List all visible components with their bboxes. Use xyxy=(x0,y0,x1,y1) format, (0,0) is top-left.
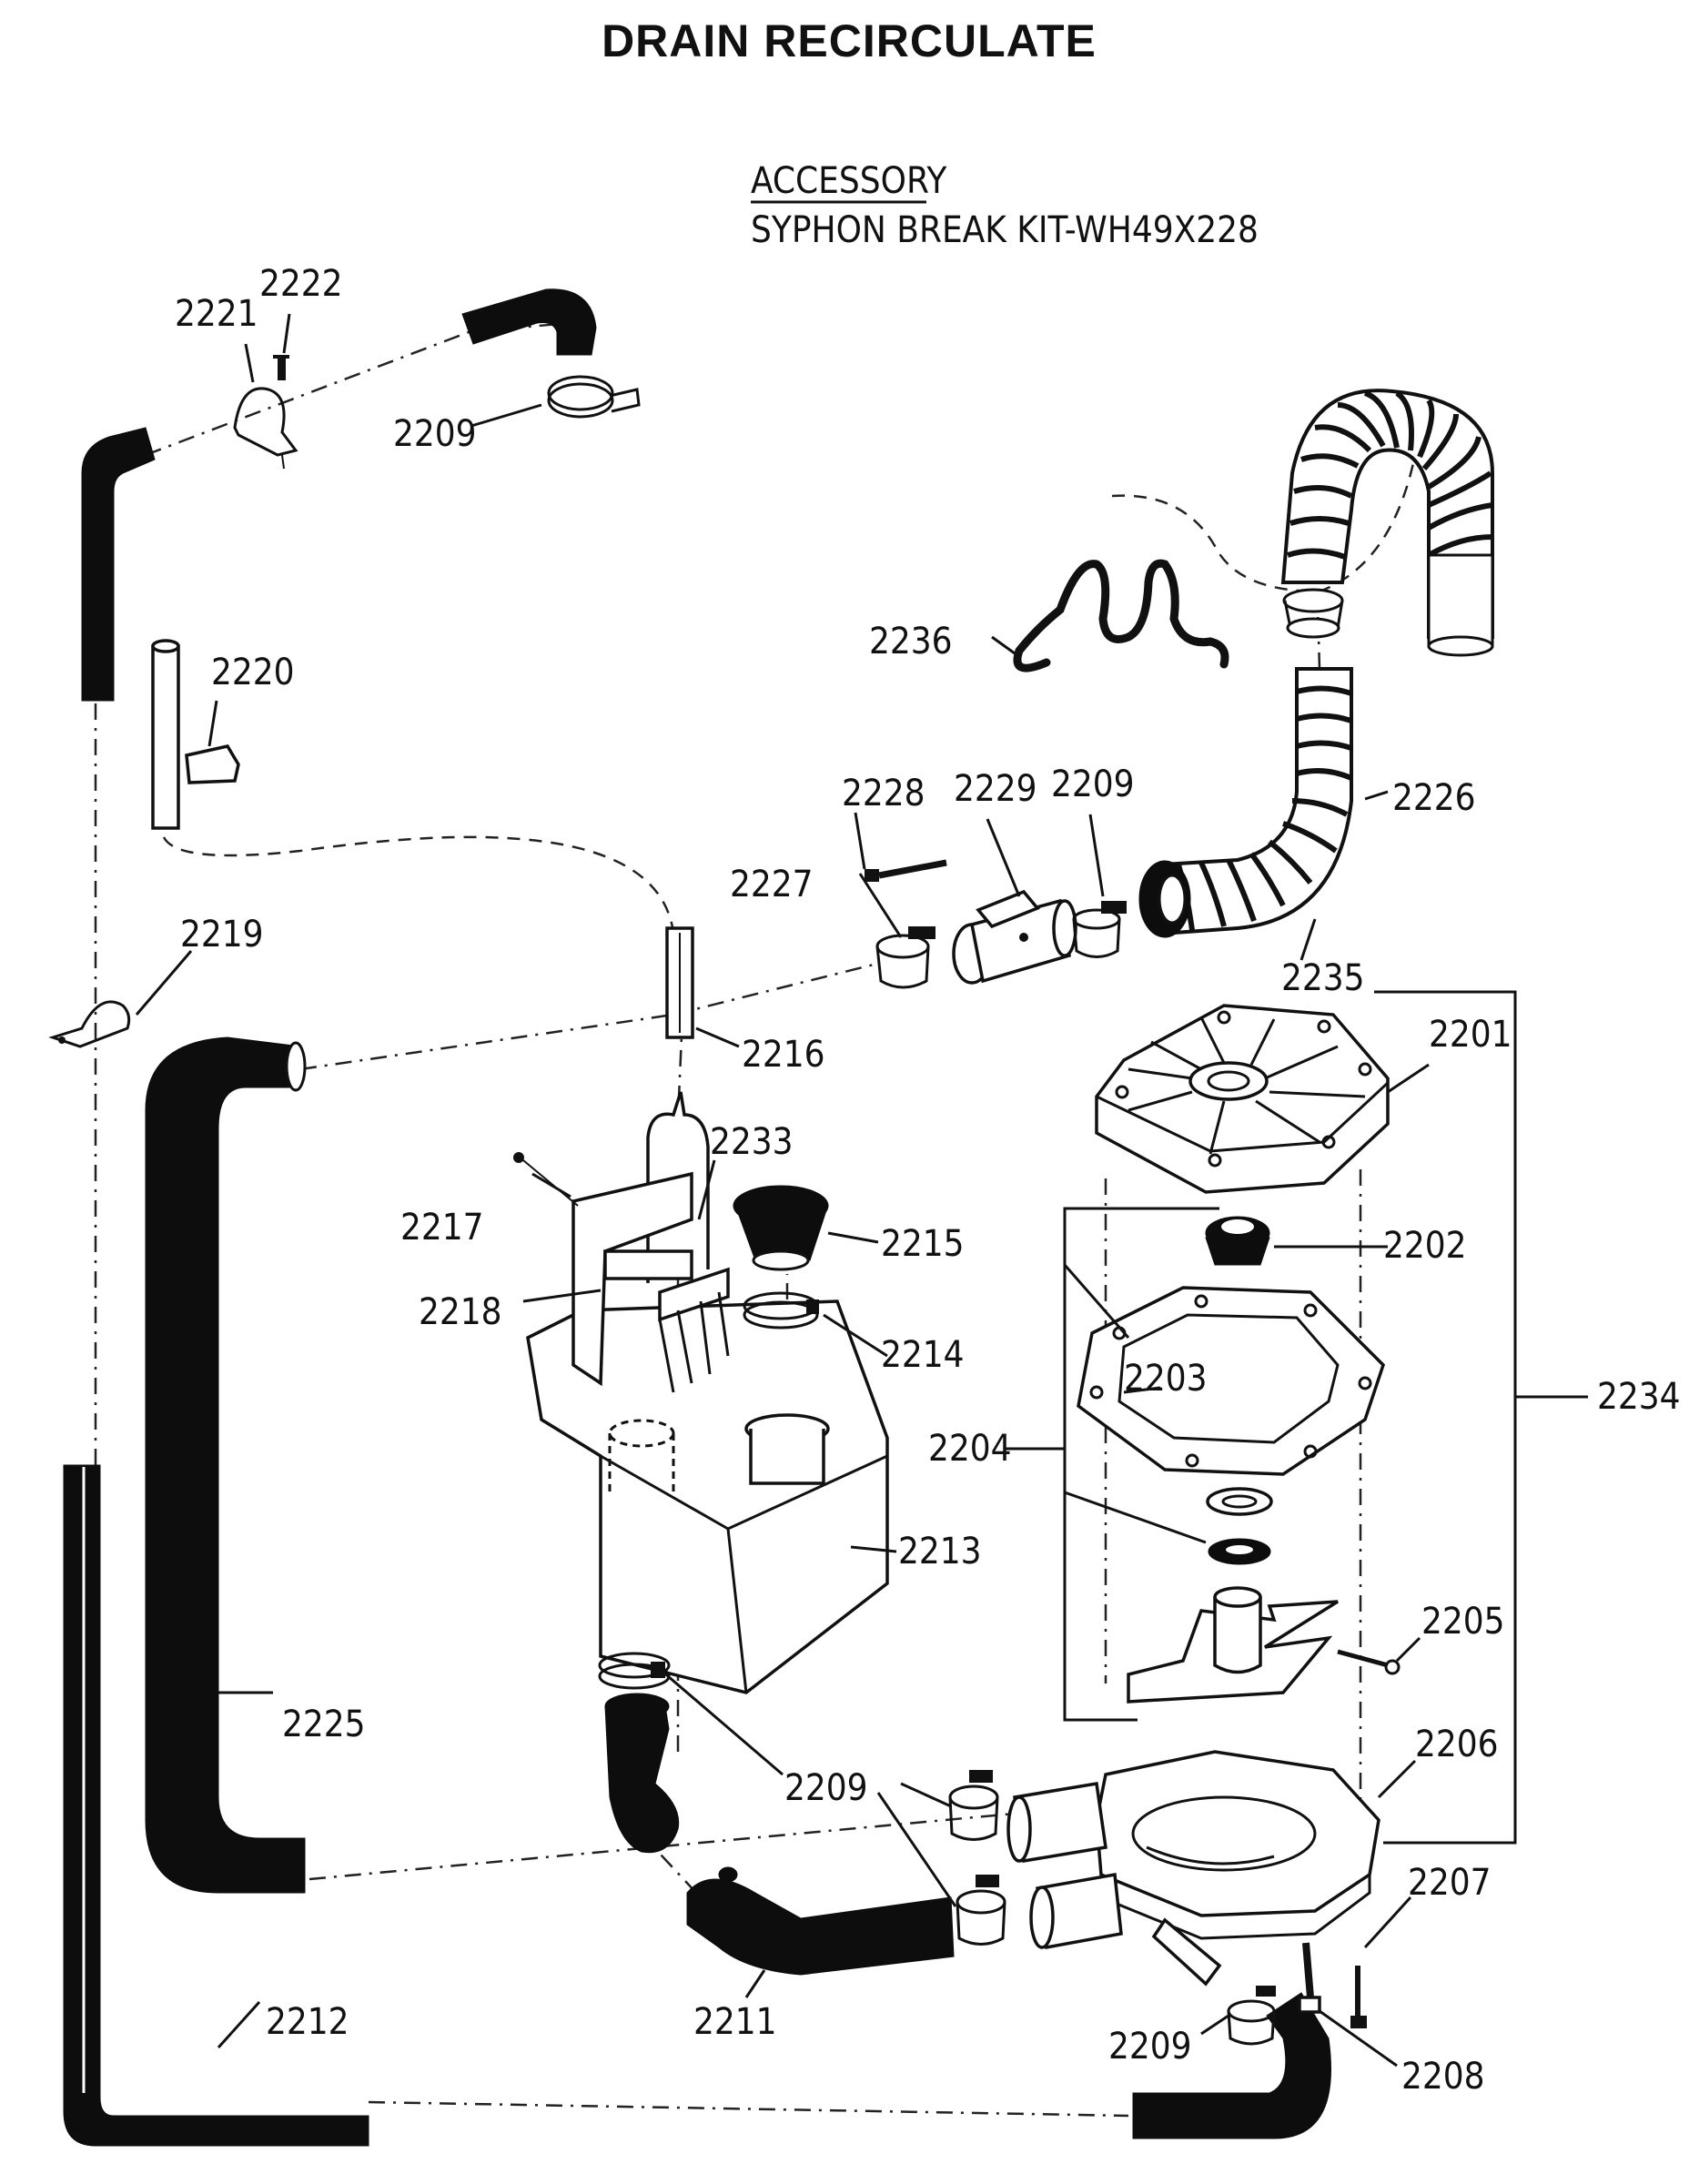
screw-2208 xyxy=(1298,1942,1321,2014)
label-2207: 2207 xyxy=(1408,1862,1492,1904)
clamp-2227 xyxy=(875,926,935,989)
label-2235: 2235 xyxy=(1281,957,1365,999)
label-2203: 2203 xyxy=(1124,1358,1208,1400)
label-2227: 2227 xyxy=(730,864,814,905)
label-2226: 2226 xyxy=(1392,777,1476,819)
bracket-2204 xyxy=(1006,1207,1219,1722)
hose-2235 xyxy=(1138,667,1353,938)
hose-2211-elbow xyxy=(604,1693,680,1854)
label-2220: 2220 xyxy=(211,652,295,693)
clamp-2221 xyxy=(233,387,298,470)
clamp-2214 xyxy=(743,1291,819,1330)
hose-2212 xyxy=(63,1464,369,2147)
label-2222: 2222 xyxy=(259,263,343,305)
label-2225: 2225 xyxy=(282,1704,366,1745)
leader-lines xyxy=(135,313,1430,2068)
label-2204: 2204 xyxy=(928,1428,1012,1470)
label-2218: 2218 xyxy=(419,1291,502,1333)
clamp-2219 xyxy=(48,1000,131,1048)
screw-2207 xyxy=(1350,1966,1367,2028)
label-2233: 2233 xyxy=(710,1121,794,1163)
hose-end-2212-right xyxy=(1132,1992,1331,2139)
pump-base-2206 xyxy=(1006,1750,1380,1987)
accessory-kit: SYPHON BREAK KIT-WH49X228 xyxy=(751,209,1259,251)
clamp-2209-bottom xyxy=(1227,1986,1276,2046)
washer-dark xyxy=(1208,1538,1271,1565)
hose-2226 xyxy=(1280,389,1494,657)
label-2229: 2229 xyxy=(954,768,1037,810)
label-2228: 2228 xyxy=(842,773,925,814)
screw-2222 xyxy=(273,355,289,380)
hose-2225 xyxy=(145,1036,307,1894)
label-2206: 2206 xyxy=(1415,1724,1499,1765)
screw-2217 xyxy=(513,1152,579,1207)
screw-2205 xyxy=(1337,1649,1401,1675)
label-2221: 2221 xyxy=(175,293,258,335)
seal-2202 xyxy=(1205,1216,1270,1266)
label-2217: 2217 xyxy=(400,1207,484,1249)
label-2215: 2215 xyxy=(881,1223,965,1265)
label-2209-lower: 2209 xyxy=(784,1767,868,1809)
label-2208: 2208 xyxy=(1401,2056,1485,2098)
gasket-2203 xyxy=(1077,1286,1386,1476)
hose-2221 xyxy=(81,427,156,702)
label-2214: 2214 xyxy=(881,1334,965,1376)
label-2219: 2219 xyxy=(180,914,264,956)
tube-2220 xyxy=(151,639,240,830)
label-2209-mid: 2209 xyxy=(1051,763,1135,805)
washer-light xyxy=(1206,1487,1273,1516)
wire-2236 xyxy=(1013,559,1229,672)
hose-elbow-top xyxy=(461,288,597,356)
label-2201: 2201 xyxy=(1429,1014,1512,1056)
hose-2211 xyxy=(686,1866,955,1976)
label-2205: 2205 xyxy=(1421,1601,1505,1643)
accessory-heading: ACCESSORY xyxy=(751,160,947,202)
label-2209-bottom: 2209 xyxy=(1108,2026,1192,2068)
screw-2228 xyxy=(865,859,947,882)
label-2211: 2211 xyxy=(693,2001,777,2043)
label-2209-top: 2209 xyxy=(393,413,477,455)
syphon-break-2229 xyxy=(952,889,1077,985)
clamp-2209-top xyxy=(547,375,641,419)
diagram-title: DRAIN RECIRCULATE xyxy=(602,15,1097,66)
label-2236: 2236 xyxy=(869,621,953,662)
label-2234: 2234 xyxy=(1597,1376,1681,1418)
pump-cover-2201 xyxy=(1095,1004,1390,1194)
clamp-2209-tank xyxy=(598,1652,671,1690)
clamp-2209-pump-lower xyxy=(956,1875,1006,1946)
label-2202: 2202 xyxy=(1383,1225,1467,1267)
label-2213: 2213 xyxy=(898,1531,982,1572)
impeller xyxy=(1127,1586,1339,1704)
label-2212: 2212 xyxy=(266,2001,349,2043)
bracket-2234 xyxy=(1374,990,1588,1845)
part-labels: 2221 2222 2209 2220 2219 2216 2217 2233 … xyxy=(175,263,1681,2098)
tank-2213 xyxy=(526,1091,889,1694)
clamp-2209-mid xyxy=(1072,901,1127,958)
clamp-2209-pump-upper xyxy=(948,1770,999,1841)
label-2216: 2216 xyxy=(742,1034,825,1076)
grommet-2215 xyxy=(733,1185,829,1271)
tube-2216 xyxy=(665,926,694,1039)
